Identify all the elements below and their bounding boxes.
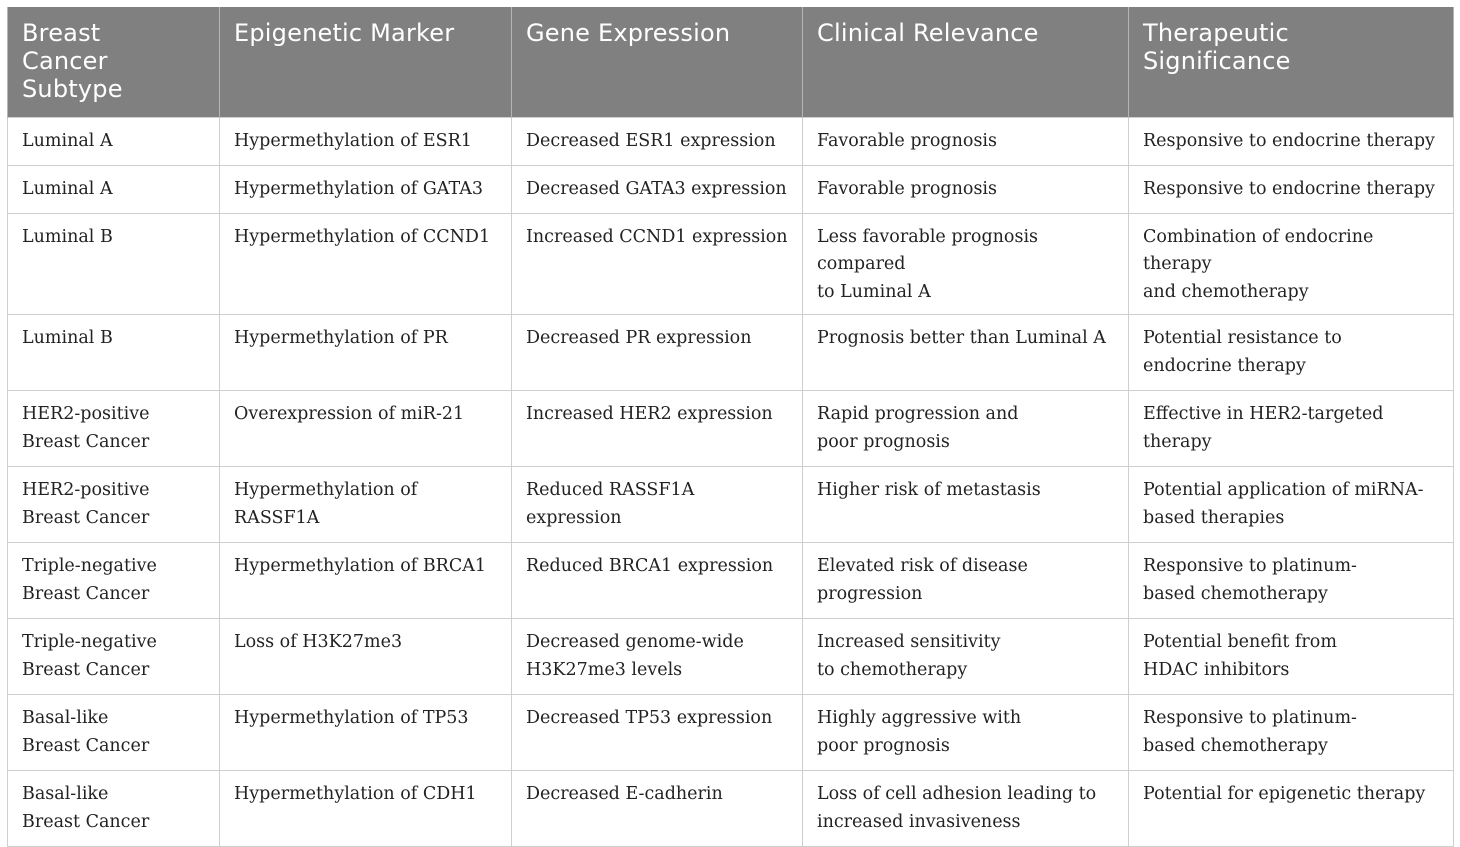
cell-gene-expression: Decreased ESR1 expression [511, 116, 803, 166]
cell-therapeutic-significance: Responsive to platinum- based chemothera… [1128, 542, 1454, 619]
table-row: Luminal A Hypermethylation of ESR1 Decre… [7, 116, 1454, 166]
header-gene-expression: Gene Expression [511, 7, 803, 117]
data-table-container: Breast Cancer Subtype Epigenetic Marker … [7, 7, 1454, 847]
cell-gene-expression: Decreased E-cadherin [511, 770, 803, 847]
table-row: Luminal B Hypermethylation of CCND1 Incr… [7, 212, 1454, 315]
cell-therapeutic-significance: Responsive to endocrine therapy [1128, 164, 1454, 214]
header-therapeutic-significance: Therapeutic Significance [1128, 7, 1454, 117]
table-row: Basal-like Breast Cancer Hypermethylatio… [7, 770, 1454, 847]
cell-gene-expression: Decreased GATA3 expression [511, 164, 803, 214]
cell-clinical-relevance: Favorable prognosis [802, 116, 1129, 166]
cell-gene-expression: Decreased TP53 expression [511, 694, 803, 771]
cell-therapeutic-significance: Responsive to endocrine therapy [1128, 116, 1454, 166]
cell-therapeutic-significance: Potential for epigenetic therapy [1128, 770, 1454, 847]
table-row: Triple-negative Breast Cancer Hypermethy… [7, 542, 1454, 619]
cell-epigenetic-marker: Hypermethylation of TP53 [219, 694, 512, 771]
cell-clinical-relevance: Favorable prognosis [802, 164, 1129, 214]
table-header: Breast Cancer Subtype Epigenetic Marker … [7, 7, 1454, 117]
cell-clinical-relevance: Highly aggressive with poor prognosis [802, 694, 1129, 771]
cell-clinical-relevance: Increased sensitivity to chemotherapy [802, 618, 1129, 695]
cell-subtype: Triple-negative Breast Cancer [7, 618, 220, 695]
cell-epigenetic-marker: Loss of H3K27me3 [219, 618, 512, 695]
cell-subtype: Luminal A [7, 164, 220, 214]
cell-epigenetic-marker: Hypermethylation of RASSF1A [219, 466, 512, 543]
header-row: Breast Cancer Subtype Epigenetic Marker … [7, 7, 1454, 117]
table-row: Luminal A Hypermethylation of GATA3 Decr… [7, 164, 1454, 214]
cell-subtype: Luminal B [7, 212, 220, 315]
cell-subtype: Luminal A [7, 116, 220, 166]
cell-epigenetic-marker: Hypermethylation of CCND1 [219, 212, 512, 315]
cell-gene-expression: Decreased genome-wide H3K27me3 levels [511, 618, 803, 695]
header-subtype: Breast Cancer Subtype [7, 7, 220, 117]
header-clinical-relevance: Clinical Relevance [802, 7, 1129, 117]
cell-gene-expression: Reduced RASSF1A expression [511, 466, 803, 543]
cell-therapeutic-significance: Effective in HER2-targeted therapy [1128, 390, 1454, 467]
table-row: Luminal B Hypermethylation of PR Decreas… [7, 314, 1454, 391]
cell-epigenetic-marker: Hypermethylation of BRCA1 [219, 542, 512, 619]
cell-therapeutic-significance: Responsive to platinum- based chemothera… [1128, 694, 1454, 771]
cell-clinical-relevance: Prognosis better than Luminal A [802, 314, 1129, 391]
cell-gene-expression: Reduced BRCA1 expression [511, 542, 803, 619]
cell-epigenetic-marker: Hypermethylation of GATA3 [219, 164, 512, 214]
cell-clinical-relevance: Loss of cell adhesion leading to increas… [802, 770, 1129, 847]
cell-subtype: Luminal B [7, 314, 220, 391]
cell-subtype: Basal-like Breast Cancer [7, 770, 220, 847]
header-epigenetic-marker: Epigenetic Marker [219, 7, 512, 117]
cell-subtype: HER2-positive Breast Cancer [7, 390, 220, 467]
cell-epigenetic-marker: Hypermethylation of PR [219, 314, 512, 391]
cell-therapeutic-significance: Potential benefit from HDAC inhibitors [1128, 618, 1454, 695]
table-row: Triple-negative Breast Cancer Loss of H3… [7, 618, 1454, 695]
epigenetic-markers-table: Breast Cancer Subtype Epigenetic Marker … [7, 7, 1454, 847]
cell-gene-expression: Increased CCND1 expression [511, 212, 803, 315]
cell-epigenetic-marker: Hypermethylation of CDH1 [219, 770, 512, 847]
cell-therapeutic-significance: Combination of endocrine therapy and che… [1128, 212, 1454, 315]
cell-clinical-relevance: Higher risk of metastasis [802, 466, 1129, 543]
cell-gene-expression: Increased HER2 expression [511, 390, 803, 467]
table-row: HER2-positive Breast Cancer Hypermethyla… [7, 466, 1454, 543]
cell-subtype: Basal-like Breast Cancer [7, 694, 220, 771]
cell-therapeutic-significance: Potential resistance to endocrine therap… [1128, 314, 1454, 391]
table-row: Basal-like Breast Cancer Hypermethylatio… [7, 694, 1454, 771]
cell-subtype: Triple-negative Breast Cancer [7, 542, 220, 619]
cell-subtype: HER2-positive Breast Cancer [7, 466, 220, 543]
cell-epigenetic-marker: Hypermethylation of ESR1 [219, 116, 512, 166]
cell-epigenetic-marker: Overexpression of miR-21 [219, 390, 512, 467]
cell-clinical-relevance: Elevated risk of disease progression [802, 542, 1129, 619]
cell-therapeutic-significance: Potential application of miRNA- based th… [1128, 466, 1454, 543]
table-body: Luminal A Hypermethylation of ESR1 Decre… [7, 116, 1454, 847]
table-row: HER2-positive Breast Cancer Overexpressi… [7, 390, 1454, 467]
cell-clinical-relevance: Less favorable prognosis compared to Lum… [802, 212, 1129, 315]
cell-gene-expression: Decreased PR expression [511, 314, 803, 391]
cell-clinical-relevance: Rapid progression and poor prognosis [802, 390, 1129, 467]
